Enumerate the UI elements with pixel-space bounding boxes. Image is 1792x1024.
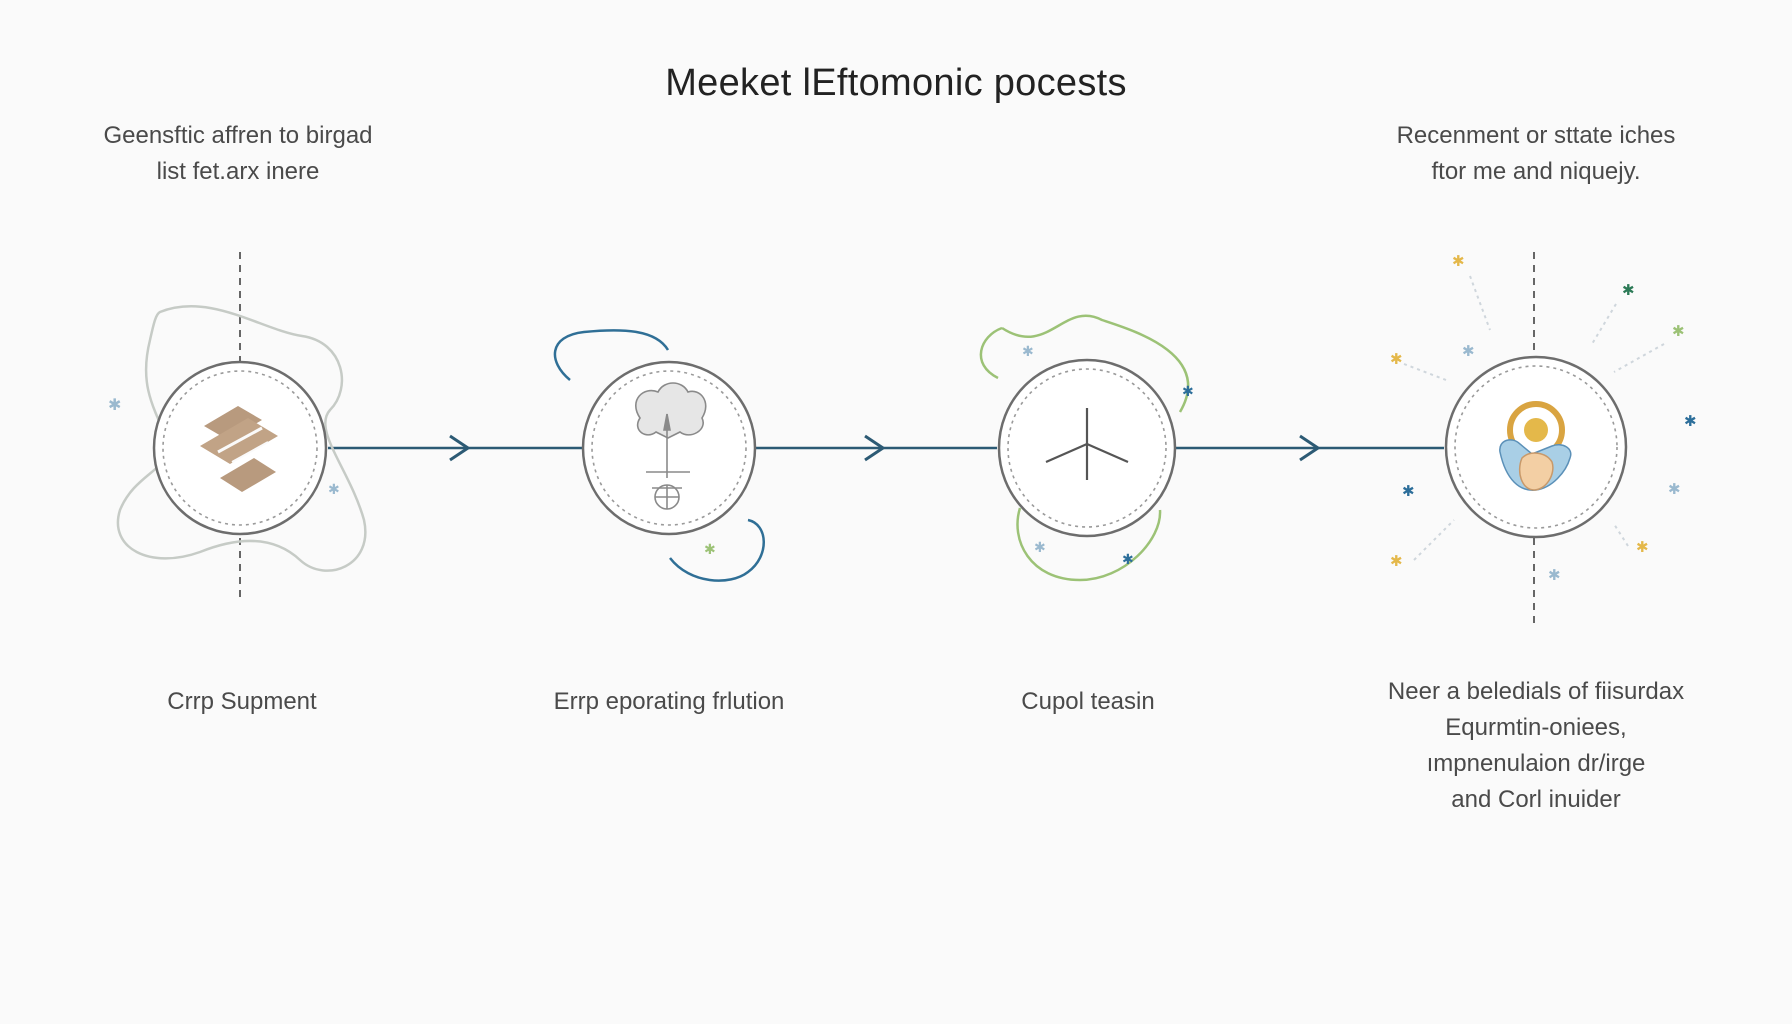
- sparkle-icon: ✱: [108, 397, 121, 414]
- step-4-label-line-1: Neer a beledials of fiisurdax: [1387, 678, 1685, 705]
- sparkle-icon: ✱: [1622, 282, 1635, 299]
- note-left: Geensftic affren to birgad list fet.arx …: [28, 118, 448, 190]
- sparkle-icon: ✱: [1452, 253, 1465, 270]
- sparkle-icon: ✱: [1390, 553, 1403, 570]
- step-4-node: [1444, 355, 1628, 539]
- note-right-line-1: Recenment or sttate iches: [1396, 122, 1676, 149]
- sparkle-icon: ✱: [1548, 567, 1561, 584]
- step-3-label: Cupol teasin: [868, 684, 1308, 720]
- sparkle-icon: ✱: [1636, 539, 1649, 556]
- step-4-rays: [1403, 275, 1665, 561]
- hand-coin-icon: [1499, 401, 1572, 491]
- sparkle-icon: ✱: [1022, 343, 1034, 359]
- diagram-title: Meeket lEftomonic pocests: [665, 62, 1127, 104]
- step-4-label-line-4: and Corl inuider: [1451, 786, 1621, 813]
- step-4-label-line-2: Equrmtin-oniees,: [1445, 714, 1627, 741]
- note-left-line-1: Geensftic affren to birgad: [103, 122, 373, 149]
- step-4-sparkles: ✱ ✱ ✱ ✱ ✱ ✱ ✱ ✱ ✱ ✱ ✱: [1390, 253, 1697, 584]
- note-left-line-2: list fet.arx inere: [156, 158, 320, 185]
- step-3-swirl: [979, 314, 1190, 582]
- connectors: [328, 434, 1444, 462]
- step-1-label-text: Crrp Supment: [167, 688, 317, 715]
- sparkle-icon: ✱: [1122, 551, 1134, 567]
- sparkle-icon: ✱: [1684, 413, 1697, 430]
- step-1-node: [152, 360, 328, 536]
- step-1-label: Crrp Supment: [22, 684, 462, 720]
- step-2-swirl: [553, 329, 765, 582]
- step-3-label-text: Cupol teasin: [1021, 688, 1155, 715]
- arrow-1-2: [449, 434, 471, 462]
- sparkle-icon: ✱: [1034, 539, 1046, 555]
- step-2-label: Errp eporating frlution: [449, 684, 889, 720]
- step-4-label-line-3: ımpnenulaion dr/irge: [1426, 750, 1646, 777]
- package-icon: [200, 406, 278, 492]
- sparkle-icon: ✱: [1672, 323, 1685, 340]
- step-4-label: Neer a beledials of fiisurdax Equrmtin-o…: [1316, 674, 1756, 818]
- sparkle-icon: ✱: [1402, 483, 1415, 500]
- note-right-line-2: ftor me and niquejy.: [1431, 158, 1641, 185]
- arrow-2-3: [864, 434, 886, 462]
- sparkle-icon: ✱: [1462, 343, 1475, 360]
- sparkle-icon: ✱: [704, 541, 716, 557]
- tripod-icon: [1045, 408, 1129, 480]
- tree-wheel-icon: [634, 382, 707, 510]
- arrow-3-4: [1299, 434, 1321, 462]
- note-right: Recenment or sttate iches ftor me and ni…: [1326, 118, 1746, 190]
- sparkle-icon: ✱: [1668, 481, 1681, 498]
- step-2-label-text: Errp eporating frlution: [553, 688, 785, 715]
- sparkle-icon: ✱: [328, 481, 340, 497]
- step-2-node: [581, 360, 757, 536]
- step-3-node: [997, 358, 1177, 538]
- sparkle-icon: ✱: [1182, 383, 1194, 399]
- sparkle-icon: ✱: [1390, 351, 1403, 368]
